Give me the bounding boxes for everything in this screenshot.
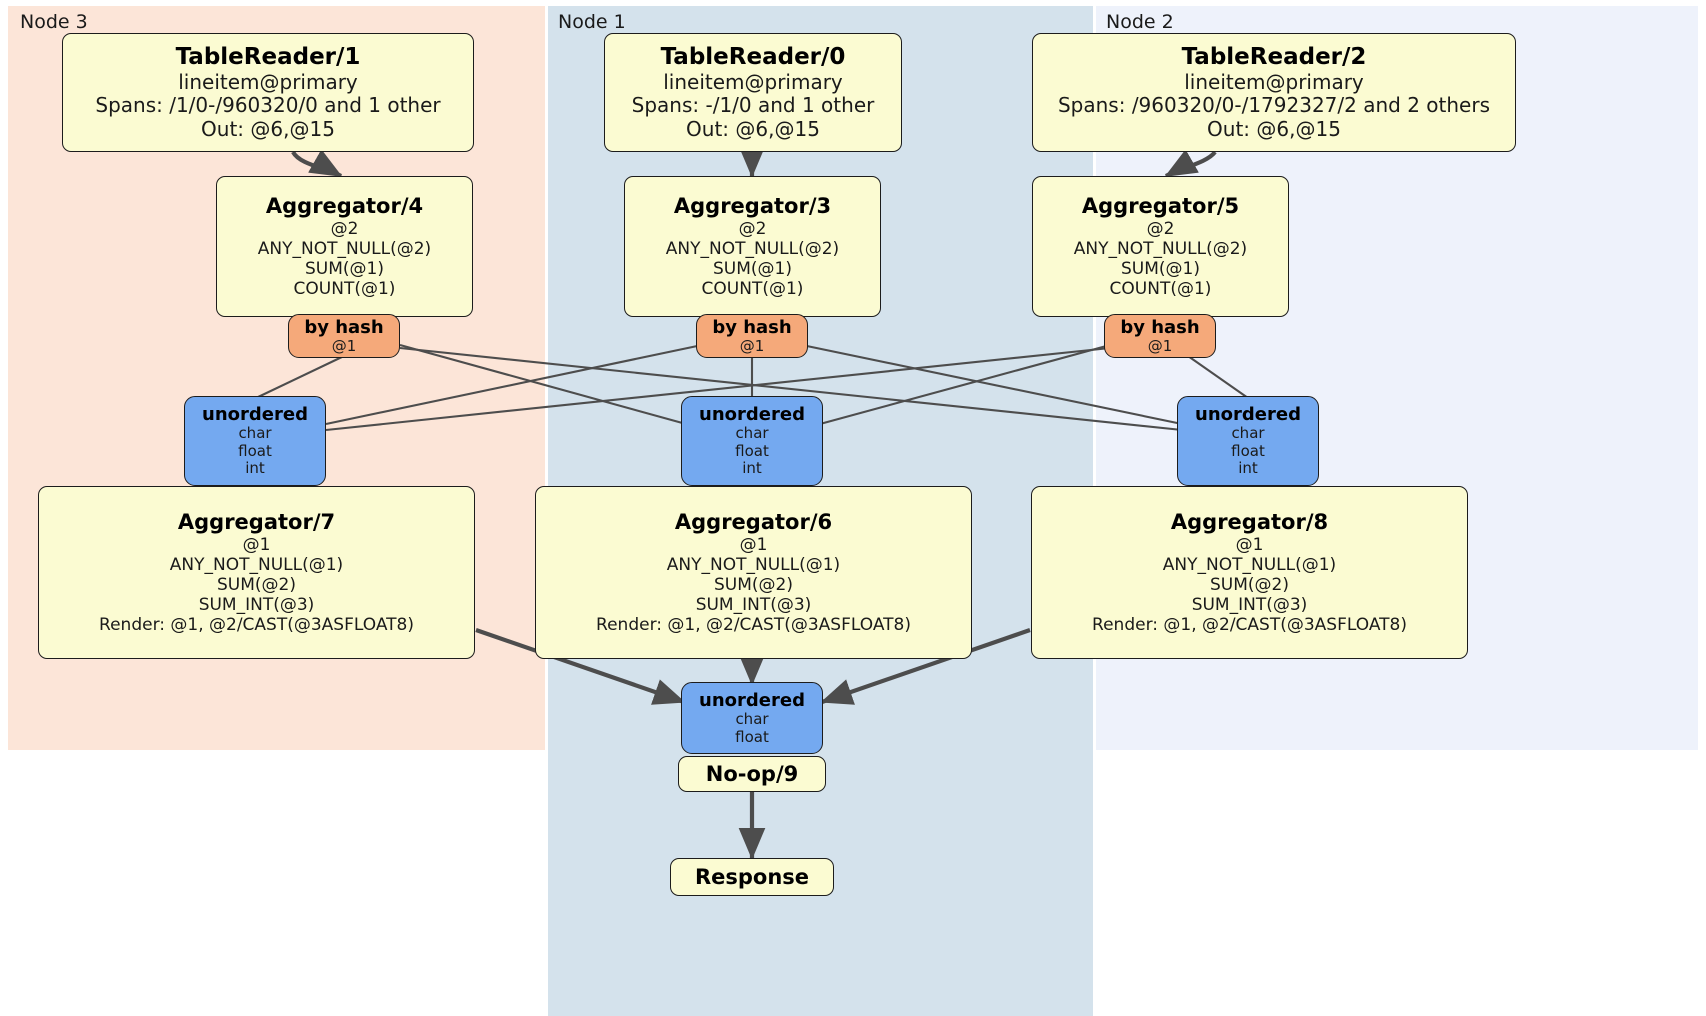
node-detail: Render: @1, @2/CAST(@3ASFLOAT8) [1092, 614, 1407, 635]
router-detail: @1 [331, 336, 357, 355]
router-title: by hash [712, 316, 792, 338]
router-detail: int [245, 459, 265, 478]
node-detail: ANY_NOT_NULL(@2) [665, 238, 840, 259]
node-detail: @1 [739, 534, 768, 555]
node-title: No-op/9 [705, 761, 799, 786]
node-detail: @1 [242, 534, 271, 555]
node-detail: SUM_INT(@3) [198, 594, 315, 615]
node-detail: SUM(@1) [713, 258, 792, 279]
router-detail: float [1231, 441, 1265, 460]
router-title: unordered [699, 689, 805, 711]
node-detail: SUM_INT(@3) [1191, 594, 1308, 615]
router-unordered-middle[interactable]: unordered char float int [681, 396, 823, 486]
router-unordered-right[interactable]: unordered char float int [1177, 396, 1319, 486]
node-title: Aggregator/4 [265, 194, 424, 219]
router-by-hash-left[interactable]: by hash @1 [288, 314, 400, 358]
router-title: unordered [202, 403, 308, 425]
node-title: Aggregator/3 [673, 194, 832, 219]
node-detail: Spans: /960320/0-/1792327/2 and 2 others [1057, 93, 1490, 118]
router-detail: char [735, 424, 769, 443]
node-detail: SUM(@2) [714, 574, 793, 595]
node-noop-9[interactable]: No-op/9 [678, 756, 826, 792]
node-detail: COUNT(@1) [293, 278, 396, 299]
node-detail: @2 [738, 218, 767, 239]
router-detail: float [735, 727, 769, 746]
node-detail: Out: @6,@15 [1207, 116, 1341, 141]
router-by-hash-right[interactable]: by hash @1 [1104, 314, 1216, 358]
router-detail: char [238, 424, 272, 443]
node-detail: ANY_NOT_NULL(@1) [1162, 554, 1337, 575]
node-title: Aggregator/7 [177, 510, 336, 534]
node-detail: @2 [330, 218, 359, 239]
node-tablereader-0[interactable]: TableReader/0 lineitem@primary Spans: -/… [604, 33, 902, 152]
node-aggregator-4[interactable]: Aggregator/4 @2 ANY_NOT_NULL(@2) SUM(@1)… [216, 176, 473, 317]
node-title: Response [694, 864, 810, 889]
node-detail: SUM(@1) [305, 258, 384, 279]
router-detail: char [735, 709, 769, 728]
node-aggregator-8[interactable]: Aggregator/8 @1 ANY_NOT_NULL(@1) SUM(@2)… [1031, 486, 1468, 659]
node-title: Aggregator/6 [674, 510, 833, 534]
node-detail: SUM_INT(@3) [695, 594, 812, 615]
router-detail: @1 [739, 336, 765, 355]
node-detail: Render: @1, @2/CAST(@3ASFLOAT8) [596, 614, 911, 635]
node-aggregator-3[interactable]: Aggregator/3 @2 ANY_NOT_NULL(@2) SUM(@1)… [624, 176, 881, 317]
node-title: TableReader/0 [660, 43, 846, 70]
node-title: Aggregator/8 [1170, 510, 1329, 534]
node-detail: Out: @6,@15 [686, 116, 820, 141]
node-detail: SUM(@2) [217, 574, 296, 595]
node-detail: COUNT(@1) [1109, 278, 1212, 299]
node-aggregator-6[interactable]: Aggregator/6 @1 ANY_NOT_NULL(@1) SUM(@2)… [535, 486, 972, 659]
node-detail: ANY_NOT_NULL(@1) [169, 554, 344, 575]
router-detail: @1 [1147, 336, 1173, 355]
node-detail: Spans: -/1/0 and 1 other [631, 93, 875, 118]
node-aggregator-5[interactable]: Aggregator/5 @2 ANY_NOT_NULL(@2) SUM(@1)… [1032, 176, 1289, 317]
node-detail: @1 [1235, 534, 1264, 555]
node-title: Aggregator/5 [1081, 194, 1240, 219]
node-title: TableReader/2 [1181, 43, 1367, 70]
router-title: by hash [1120, 316, 1200, 338]
router-unordered-final[interactable]: unordered char float [681, 682, 823, 754]
node-detail: Spans: /1/0-/960320/0 and 1 other [95, 93, 441, 118]
node-detail: lineitem@primary [1184, 69, 1364, 94]
node-aggregator-7[interactable]: Aggregator/7 @1 ANY_NOT_NULL(@1) SUM(@2)… [38, 486, 475, 659]
node-tablereader-2[interactable]: TableReader/2 lineitem@primary Spans: /9… [1032, 33, 1516, 152]
router-detail: float [735, 441, 769, 460]
node-detail: lineitem@primary [663, 69, 843, 94]
node-response[interactable]: Response [670, 858, 834, 896]
panel-label-node2: Node 2 [1106, 11, 1174, 33]
router-detail: int [742, 459, 762, 478]
node-detail: @2 [1146, 218, 1175, 239]
router-title: unordered [699, 403, 805, 425]
node-detail: COUNT(@1) [701, 278, 804, 299]
router-unordered-left[interactable]: unordered char float int [184, 396, 326, 486]
router-detail: int [1238, 459, 1258, 478]
router-detail: float [238, 441, 272, 460]
node-detail: lineitem@primary [178, 69, 358, 94]
router-title: by hash [304, 316, 384, 338]
router-by-hash-middle[interactable]: by hash @1 [696, 314, 808, 358]
node-tablereader-1[interactable]: TableReader/1 lineitem@primary Spans: /1… [62, 33, 474, 152]
node-detail: SUM(@2) [1210, 574, 1289, 595]
node-detail: Out: @6,@15 [201, 116, 335, 141]
panel-label-node3: Node 3 [20, 11, 88, 33]
node-title: TableReader/1 [175, 43, 361, 70]
node-detail: Render: @1, @2/CAST(@3ASFLOAT8) [99, 614, 414, 635]
node-detail: ANY_NOT_NULL(@1) [666, 554, 841, 575]
router-detail: char [1231, 424, 1265, 443]
node-detail: ANY_NOT_NULL(@2) [1073, 238, 1248, 259]
router-title: unordered [1195, 403, 1301, 425]
node-detail: SUM(@1) [1121, 258, 1200, 279]
node-detail: ANY_NOT_NULL(@2) [257, 238, 432, 259]
panel-label-node1: Node 1 [558, 11, 626, 33]
